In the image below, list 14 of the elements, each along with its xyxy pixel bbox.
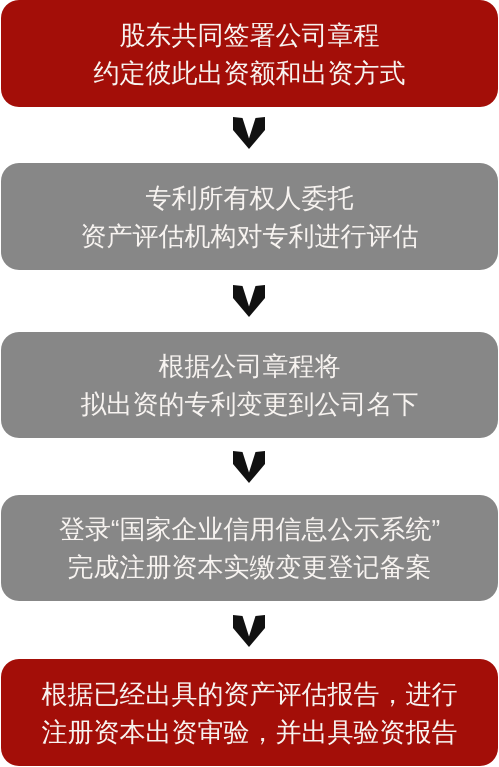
step-text: 股东共同签署公司章程 (118, 18, 380, 52)
step-box (1, 0, 498, 107)
step-box (1, 163, 498, 270)
step-text: 根据已经出具的资产评估报告，进行注册资本出资审验，并出具验资报告 (40, 678, 458, 748)
step-text: 根据公司章程将 (158, 350, 342, 383)
step-text: 登录“国家企业信用信息公示系统” (58, 513, 442, 546)
step-text: 完成注册资本实缴变更登记备案 (66, 551, 432, 584)
step-box (1, 659, 498, 766)
step-text: 拟出资的专利变更到公司名下 (80, 388, 420, 421)
step-text: 专利所有权人委托 (144, 182, 354, 214)
step-box (1, 332, 498, 438)
step-box (1, 495, 498, 601)
step-text: 约定彼此出资额和出资方式 (92, 56, 406, 90)
step-text: 资产评估机构对专利进行评估 (80, 220, 420, 252)
